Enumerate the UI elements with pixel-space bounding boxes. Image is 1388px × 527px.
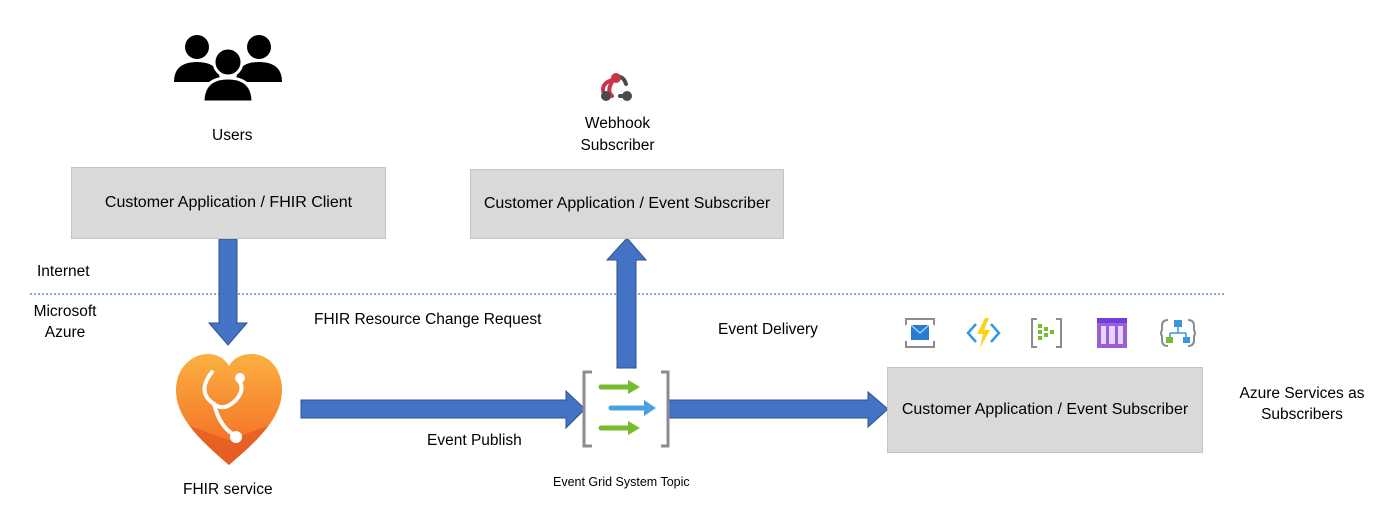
- request-arrow-down: [207, 238, 249, 346]
- event-delivery-arrow: [668, 390, 889, 429]
- logic-apps-icon: [1160, 319, 1196, 347]
- event-grid-system-topic-label: Event Grid System Topic: [553, 475, 690, 489]
- azure-subscriber-box: Customer Application / Event Subscriber: [887, 367, 1203, 453]
- webhook-label-line1: Webhook: [584, 115, 651, 132]
- microsoft-label-line1: Microsoft: [33, 303, 97, 320]
- azure-functions-icon: [966, 318, 1001, 348]
- fhir-client-box: Customer Application / FHIR Client: [71, 167, 386, 239]
- event-hubs-icon: [1031, 318, 1062, 348]
- azure-services-label-line1: Azure Services as: [1239, 385, 1365, 402]
- event-publish-label: Event Publish: [427, 432, 522, 449]
- webhook-delivery-arrow-up: [605, 237, 648, 369]
- storage-queue-icon: [905, 318, 935, 348]
- event-delivery-label: Event Delivery: [718, 321, 818, 338]
- azure-services-label: Azure Services as Subscribers: [1232, 385, 1372, 424]
- event-publish-arrow: [300, 389, 586, 430]
- service-bus-icon: [1097, 318, 1127, 348]
- azure-subscriber-box-label: Customer Application / Event Subscriber: [901, 401, 1189, 418]
- webhook-subscriber-box-label: Customer Application / Event Subscriber: [483, 195, 771, 212]
- webhook-label-line2: Subscriber: [580, 137, 655, 154]
- fhir-client-box-label: Customer Application / FHIR Client: [104, 194, 353, 211]
- users-label: Users: [212, 127, 253, 144]
- webhook-subscriber-label: Webhook Subscriber: [560, 115, 675, 155]
- internet-label: Internet: [37, 263, 90, 280]
- microsoft-azure-label: Microsoft Azure: [26, 303, 104, 342]
- azure-label-line2: Azure: [44, 324, 86, 341]
- fhir-service-label: FHIR service: [183, 481, 273, 498]
- fhir-resource-change-request-label: FHIR Resource Change Request: [314, 311, 542, 328]
- webhook-subscriber-box: Customer Application / Event Subscriber: [470, 169, 784, 239]
- azure-services-label-line2: Subscribers: [1261, 406, 1343, 423]
